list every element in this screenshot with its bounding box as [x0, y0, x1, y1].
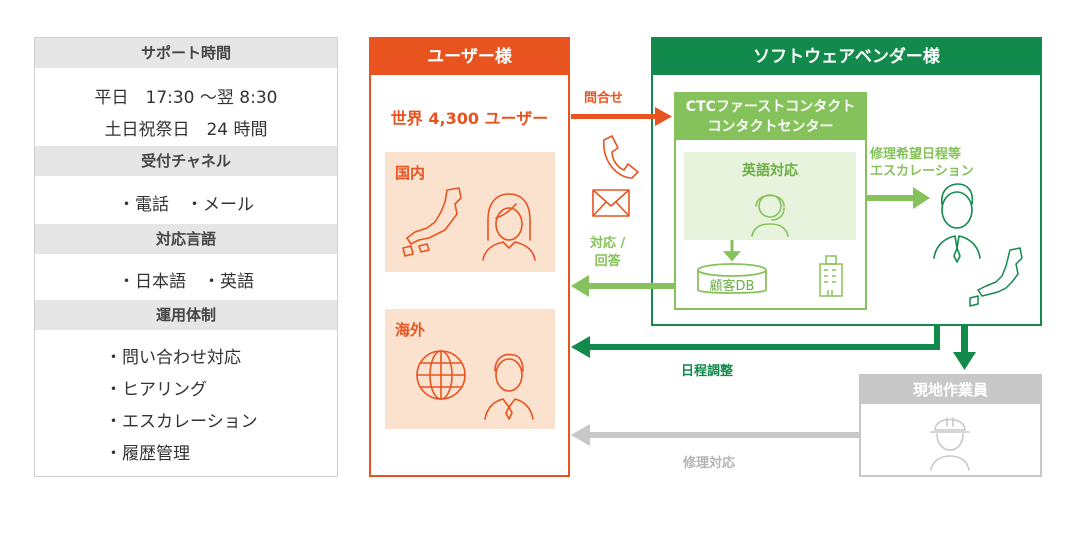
schedule-label: 日程調整 [681, 364, 734, 379]
domestic-label: 国内 [395, 164, 426, 182]
user-count: 世界 4,300 ユーザー [390, 109, 549, 128]
hardhat-worker-icon [930, 417, 970, 471]
dispatch-arrow [953, 326, 976, 370]
response-label: 対応 / 回答 [590, 235, 625, 271]
hours-title: サポート時間 [35, 38, 337, 68]
support-info-panel: サポート時間 平日 17:30 〜翌 8:30 土日祝祭日 24 時間 受付チャ… [34, 37, 338, 477]
vendor-title: ソフトウェアベンダー様 [653, 39, 1040, 75]
response-label-line1: 対応 / [590, 236, 626, 251]
building-icon [819, 255, 843, 297]
english-support-box: 英語対応 [684, 152, 856, 240]
weekend-hours: 土日祝祭日 24 時間 [104, 120, 268, 140]
customer-db-icon [697, 240, 767, 294]
vendor-box: ソフトウェアベンダー様 [651, 37, 1042, 326]
escalation-arrow [867, 187, 930, 209]
ops-item: ・ヒアリング [105, 380, 207, 400]
user-box: ユーザー様 世界 4,300 ユーザー 国内 海外 [369, 37, 570, 477]
escalation-label-line1: 修理希望日程等 [870, 147, 962, 162]
channel-items: ・電話 ・メール [118, 195, 254, 215]
ops-item: ・エスカレーション [105, 412, 258, 432]
globe-icon [416, 350, 466, 400]
response-arrow [571, 275, 674, 297]
repair-label: 修理対応 [683, 456, 736, 471]
man-icon [484, 353, 534, 420]
language-items: ・日本語 ・英語 [118, 272, 254, 292]
overseas-label: 海外 [395, 321, 426, 339]
field-worker-box: 現地作業員 [859, 374, 1042, 477]
schedule-arrow [571, 326, 940, 358]
overseas-region: 海外 [385, 309, 555, 429]
inquiry-arrow [571, 107, 672, 126]
response-label-line2: 回答 [594, 254, 621, 269]
repair-arrow [571, 424, 859, 446]
contact-center-box: CTCファーストコンタクト コンタクトセンター 英語対応 顧客DB [674, 92, 867, 310]
japan-map-icon [402, 187, 462, 257]
ops-item: ・問い合わせ対応 [105, 348, 241, 368]
channel-title: 受付チャネル [35, 146, 337, 176]
ops-title: 運用体制 [35, 300, 337, 330]
contact-center-title-line1: CTCファーストコンタクト [685, 99, 856, 115]
escalation-label-line2: エスカレーション [870, 164, 974, 179]
woman-icon [482, 193, 536, 261]
field-worker-title: 現地作業員 [861, 376, 1040, 404]
user-title: ユーザー様 [371, 39, 568, 75]
weekday-hours: 平日 17:30 〜翌 8:30 [94, 88, 278, 108]
customer-db-label: 顧客DB [709, 279, 755, 294]
escalation-label: 修理希望日程等 エスカレーション [870, 146, 974, 180]
ops-item: ・履歴管理 [105, 444, 190, 464]
english-support-label: 英語対応 [742, 163, 798, 179]
inquiry-label: 問合せ [584, 91, 624, 106]
language-title: 対応言語 [35, 224, 337, 254]
operator-headset-icon [751, 194, 789, 237]
contact-center-title-line2: コンタクトセンター [707, 119, 834, 135]
contact-center-title: CTCファーストコンタクト コンタクトセンター [676, 94, 865, 140]
domestic-region: 国内 [385, 152, 555, 272]
